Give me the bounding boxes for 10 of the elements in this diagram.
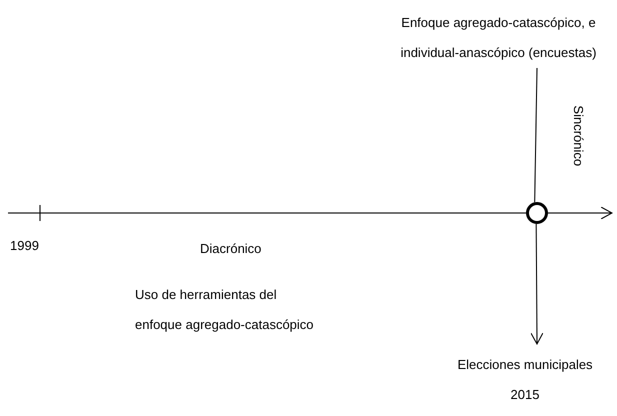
axis-label: Sincrónico	[570, 105, 588, 166]
axis-label: Diacrónico	[200, 240, 262, 258]
line	[534, 68, 538, 203]
event-text: Enfoque agregado-catascópico, e individual-anascópico (encuestas)	[400, 14, 598, 62]
arrow	[548, 206, 612, 220]
event-text: Elecciones municipales 2015	[456, 356, 594, 404]
line	[8, 212, 526, 214]
year-label: 1999	[10, 237, 39, 255]
arrow	[530, 223, 544, 344]
note-text: Uso de herramientas del enfoque agregado-catascópico	[135, 286, 315, 334]
